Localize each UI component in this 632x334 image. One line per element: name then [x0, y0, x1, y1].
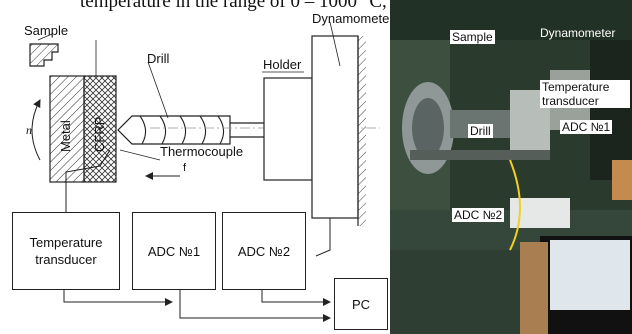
dynamometer-block	[311, 35, 359, 219]
adc2-to-pc	[261, 290, 331, 306]
photo-sample-label: Sample	[450, 30, 495, 44]
sample-shape	[29, 43, 59, 67]
drill-label: Drill	[147, 51, 170, 66]
pc-block: PC	[334, 278, 388, 330]
dynamometer-label: Dynamometer	[312, 11, 394, 26]
cfrp-label: CFRP	[92, 116, 107, 152]
holder-block	[263, 77, 313, 181]
rotation-label: n	[26, 123, 32, 137]
photo-drill-label: Drill	[468, 124, 493, 138]
adc1-block: ADC №1	[132, 212, 216, 290]
metal-block	[49, 75, 85, 183]
schematic-diagram	[29, 21, 380, 322]
adc1-to-pc	[179, 290, 331, 322]
photo-dynamometer-label: Dynamometer	[540, 26, 616, 40]
photo-adc1-label: ADC №1	[560, 120, 613, 134]
thermocouple-label: Thermocouple	[160, 144, 244, 159]
photo-temperature-transducer-label: Temperature transducer	[540, 80, 630, 108]
dynamometer-wire	[315, 218, 331, 257]
holder-label: Holder	[263, 57, 302, 72]
setup-photo: Sample Dynamometer Temperature transduce…	[390, 0, 632, 334]
photo-adc2-label: ADC №2	[452, 208, 505, 222]
feed-label: f	[183, 162, 187, 174]
wall-hatch	[358, 36, 366, 226]
drill-shape	[117, 115, 231, 145]
rotation-arrow	[31, 99, 41, 161]
temperature-transducer-block: Temperature transducer	[12, 212, 120, 290]
setup-photo-drawing	[390, 0, 632, 334]
adc2-block: ADC №2	[222, 212, 306, 290]
thermocouple-wire	[65, 149, 111, 212]
metal-label: Metal	[58, 120, 73, 152]
sample-label: Sample	[24, 23, 69, 38]
tt-to-adc1	[63, 290, 173, 306]
cfrp-block	[83, 75, 117, 183]
